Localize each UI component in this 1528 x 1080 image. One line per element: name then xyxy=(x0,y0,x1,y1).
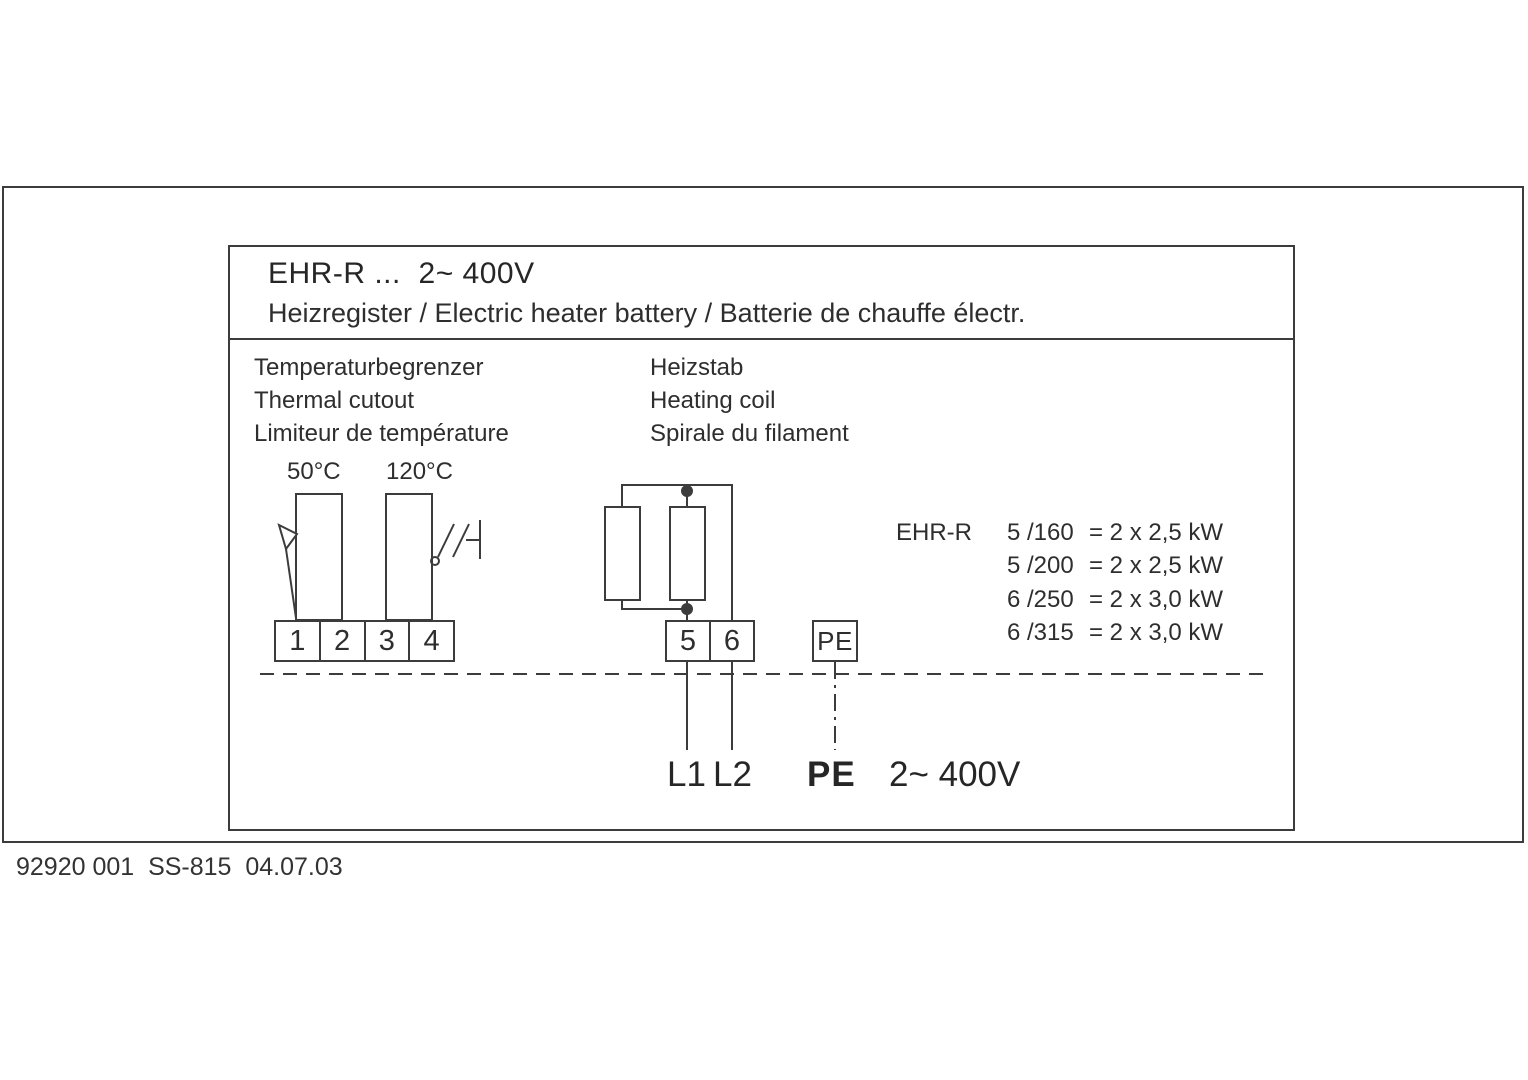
document-number: 92920 001 SS-815 04.07.03 xyxy=(16,853,343,881)
thermal-cutout-50-housing xyxy=(295,493,343,621)
ratings-series-label: EHR-R xyxy=(896,519,972,546)
diagram-frame: EHR-R ... 2~ 400V Heizregister / Electri… xyxy=(228,245,1295,831)
ratings-table: 5 /160 = 2 x 2,5 kW 5 /200 = 2 x 2,5 kW … xyxy=(1007,519,1223,653)
coil-top-wire xyxy=(621,484,733,620)
conductor-label-l2: L2 xyxy=(713,755,752,794)
terminal-6: 6 xyxy=(709,622,753,660)
thermal-switch-50-actuator-icon xyxy=(277,523,299,552)
coil-bottom-wire xyxy=(621,600,687,610)
thermal-switch-120-blade-2 xyxy=(452,523,470,558)
conductor-label-pe: PE xyxy=(807,755,856,794)
terminal-block-pe: PE xyxy=(812,620,858,662)
rating-power: = 2 x 2,5 kW xyxy=(1089,552,1224,580)
rating-row: 5 /200 = 2 x 2,5 kW xyxy=(1007,552,1223,585)
terminal-1: 1 xyxy=(289,624,306,657)
junction-dot-top xyxy=(681,485,693,497)
rating-power: = 2 x 3,0 kW xyxy=(1089,619,1224,647)
rating-model: 6 /315 xyxy=(1007,619,1074,647)
rating-model: 5 /160 xyxy=(1007,519,1074,546)
model-description: Heizregister / Electric heater battery /… xyxy=(268,298,1026,328)
model-title: EHR-R ... 2~ 400V xyxy=(268,257,535,290)
heating-coil-labels: Heizstab Heating coil Spirale du filamen… xyxy=(650,351,849,450)
thermal-switch-120-blade-1 xyxy=(437,523,455,558)
thermal-cutout-label-fr: Limiteur de température xyxy=(254,420,509,447)
junction-dot-bottom xyxy=(681,603,693,615)
heating-coil-label-de: Heizstab xyxy=(650,354,744,381)
temp-rating-50c: 50°C xyxy=(287,458,341,485)
thermal-switch-50-blade xyxy=(285,548,297,619)
supply-voltage-label: 2~ 400V xyxy=(889,755,1021,794)
temp-rating-120c: 120°C xyxy=(386,458,453,485)
heating-element-right xyxy=(669,506,706,601)
rating-row: 5 /160 = 2 x 2,5 kW xyxy=(1007,519,1223,552)
thermal-cutout-120-housing xyxy=(385,493,433,621)
rating-row: 6 /315 = 2 x 3,0 kW xyxy=(1007,619,1223,652)
terminal-2: 2 xyxy=(318,622,364,660)
heating-coil-label-en: Heating coil xyxy=(650,387,776,414)
thermal-switch-120-pivot-icon xyxy=(430,556,440,566)
rating-row: 6 /250 = 2 x 3,0 kW xyxy=(1007,586,1223,619)
rating-power: = 2 x 2,5 kW xyxy=(1089,519,1224,546)
terminal-block-5-6: 5 6 xyxy=(665,620,755,662)
heating-element-left xyxy=(604,506,641,601)
title-block: EHR-R ... 2~ 400V Heizregister / Electri… xyxy=(230,247,1293,340)
terminal-5: 5 xyxy=(679,624,697,657)
terminal-3: 3 xyxy=(363,622,409,660)
terminal-block-1-4: 1 2 3 4 xyxy=(274,620,455,662)
terminal-pe: PE xyxy=(817,625,853,656)
heating-coil-label-fr: Spirale du filament xyxy=(650,420,849,447)
conductor-label-l1: L1 xyxy=(667,755,706,794)
terminal-4: 4 xyxy=(408,622,453,660)
outer-border-frame xyxy=(2,186,1524,843)
thermal-cutout-label-en: Thermal cutout xyxy=(254,387,415,414)
rating-model: 6 /250 xyxy=(1007,585,1074,613)
rating-model: 5 /200 xyxy=(1007,552,1074,580)
rating-power: = 2 x 3,0 kW xyxy=(1089,585,1224,613)
thermal-cutout-label-de: Temperaturbegrenzer xyxy=(254,354,484,381)
thermal-cutout-labels: Temperaturbegrenzer Thermal cutout Limit… xyxy=(254,351,509,450)
